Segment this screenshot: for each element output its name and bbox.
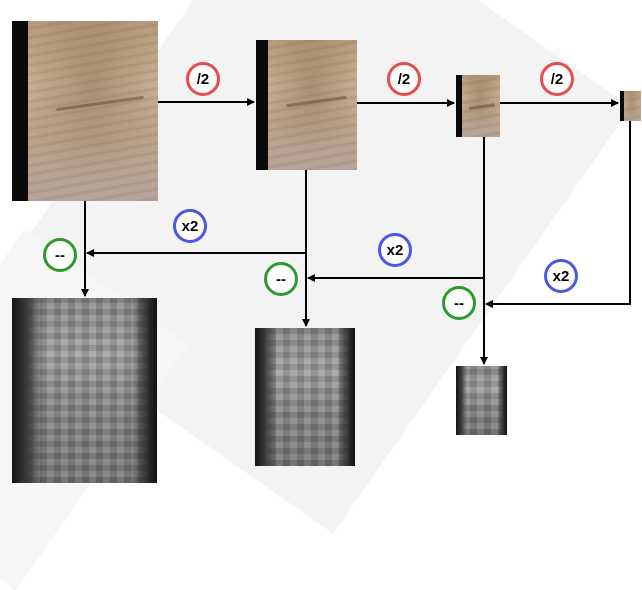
subtract-label: --	[276, 270, 286, 288]
subtract-badge-3: --	[442, 286, 476, 320]
subtract-badge-2: --	[264, 262, 298, 296]
upsample-arrow-3	[485, 121, 631, 308]
subtract-badge-1: --	[43, 238, 77, 272]
upsample-label: x2	[386, 241, 404, 259]
downsample-label: /2	[397, 70, 411, 88]
upsample-badge-1: x2	[173, 209, 207, 243]
upsample-label: x2	[552, 267, 570, 285]
laplacian-level-2-image	[456, 366, 507, 435]
pyramid-level-3-image	[620, 91, 641, 121]
pyramid-level-2-image	[456, 75, 500, 137]
downsample-badge-2: /2	[387, 62, 421, 96]
flow-arrows	[81, 98, 631, 365]
laplacian-level-1-image	[255, 328, 355, 466]
upsample-label: x2	[181, 217, 199, 235]
laplacian-level-0-image	[12, 298, 157, 483]
downsample-label: /2	[196, 70, 210, 88]
pyramid-level-1-image	[256, 40, 357, 170]
subtract-label: --	[55, 246, 65, 264]
downsample-badge-1: /2	[186, 62, 220, 96]
upsample-badge-2: x2	[378, 233, 412, 267]
upsample-badge-3: x2	[544, 259, 578, 293]
downsample-badge-3: /2	[540, 62, 574, 96]
subtract-label: --	[454, 294, 464, 312]
downsample-label: /2	[550, 70, 564, 88]
pyramid-level-0-image	[12, 21, 158, 201]
